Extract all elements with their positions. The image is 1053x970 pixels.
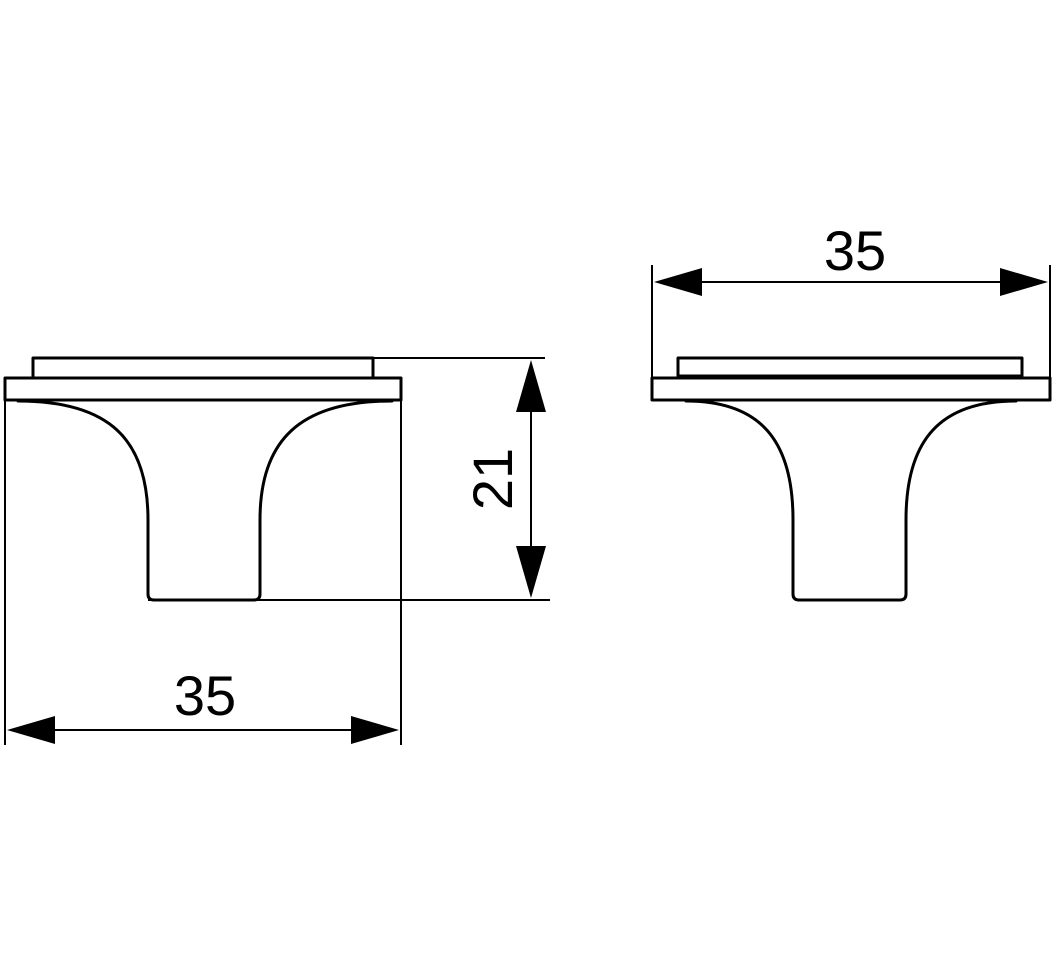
width-arrow-left xyxy=(7,716,55,744)
side-view-width-dimension: 35 xyxy=(7,664,399,744)
front-view-base-plate xyxy=(650,376,1052,402)
side-view: 21 35 xyxy=(3,356,550,745)
width-arrow-right xyxy=(351,716,399,744)
front-view-width-dimension: 35 xyxy=(654,219,1048,296)
side-view-base-plate xyxy=(3,376,403,402)
side-view-top-plate xyxy=(31,356,375,380)
side-view-width-label: 35 xyxy=(174,664,236,727)
front-width-arrow-right xyxy=(1000,268,1048,296)
height-dimension-label: 21 xyxy=(461,448,524,510)
front-view-width-label: 35 xyxy=(824,219,886,282)
side-view-height-dimension: 21 xyxy=(461,360,546,598)
front-view-stem xyxy=(684,399,1018,602)
height-arrow-bottom xyxy=(516,546,546,598)
front-view-top-plate xyxy=(676,356,1024,378)
front-width-arrow-left xyxy=(654,268,702,296)
height-arrow-top xyxy=(516,360,546,412)
side-view-stem xyxy=(16,399,394,602)
front-view: 35 xyxy=(650,219,1052,602)
